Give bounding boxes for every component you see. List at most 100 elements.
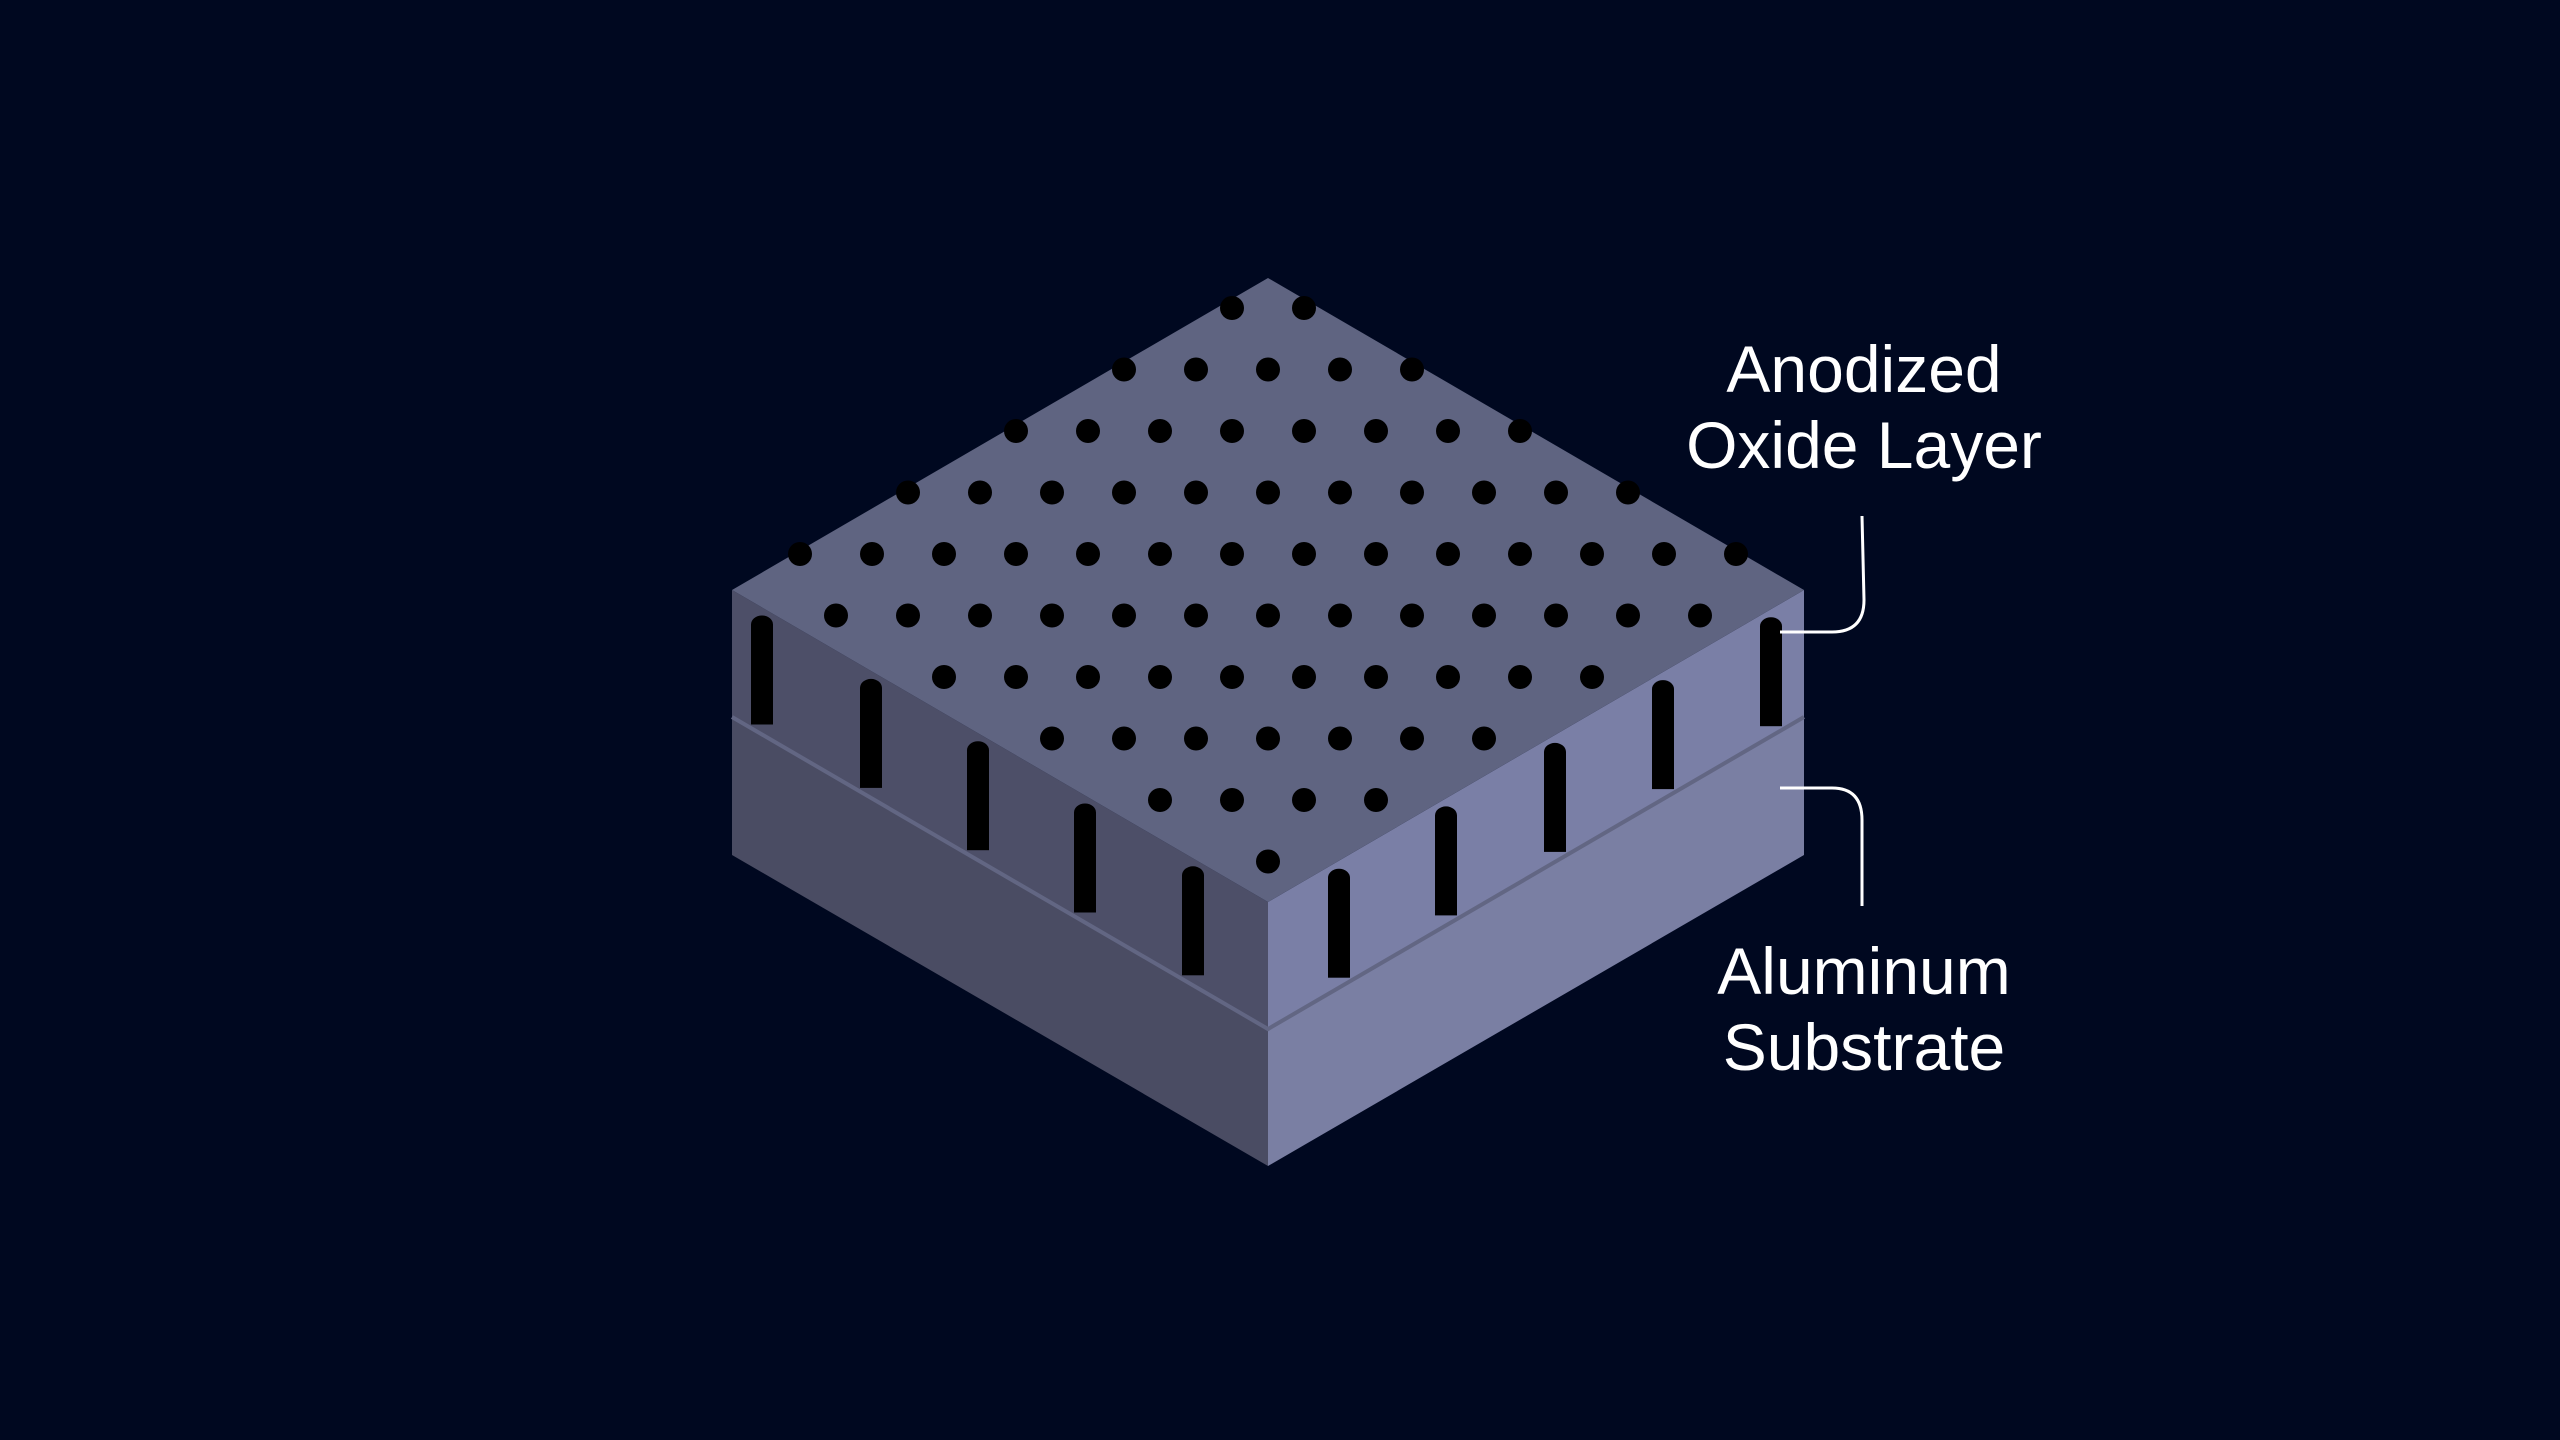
- oxide-layer-top-face: [732, 278, 1804, 902]
- pore-channel: [1760, 617, 1782, 727]
- pore: [1148, 788, 1172, 812]
- pore: [1040, 480, 1064, 505]
- pore-channel: [1328, 868, 1350, 978]
- pore: [1220, 665, 1244, 689]
- pore: [932, 542, 956, 566]
- pore: [1364, 542, 1388, 566]
- pore: [1184, 480, 1208, 505]
- pore: [1724, 542, 1748, 566]
- pore-channel: [751, 615, 773, 725]
- pore: [1400, 726, 1424, 751]
- pore: [932, 665, 956, 689]
- pore: [1508, 542, 1532, 566]
- pore-channel: [1544, 742, 1566, 852]
- pore: [896, 480, 920, 505]
- pore: [824, 603, 848, 628]
- pore: [1364, 665, 1388, 689]
- pore: [1256, 726, 1280, 751]
- pore: [1220, 296, 1244, 320]
- pore: [1076, 665, 1100, 689]
- pore: [1472, 726, 1496, 751]
- pore: [1184, 726, 1208, 751]
- pore: [1328, 357, 1352, 382]
- pore: [968, 603, 992, 628]
- pore: [1148, 542, 1172, 566]
- pore: [1004, 665, 1028, 689]
- substrate-label: Aluminum Substrate: [1604, 933, 2124, 1085]
- pore: [1436, 419, 1460, 443]
- pore: [1400, 357, 1424, 382]
- pore: [1292, 296, 1316, 320]
- oxide-layer-label-line-1: Anodized: [1726, 332, 2002, 406]
- pore: [1184, 603, 1208, 628]
- pore: [1148, 665, 1172, 689]
- pore: [968, 480, 992, 505]
- pore: [1112, 357, 1136, 382]
- pore: [1328, 603, 1352, 628]
- pore: [1688, 603, 1712, 628]
- pore: [1076, 419, 1100, 443]
- pore: [1436, 665, 1460, 689]
- pore: [1616, 603, 1640, 628]
- pore: [1544, 603, 1568, 628]
- pore: [896, 603, 920, 628]
- oxide-layer-leader-line: [1780, 515, 1866, 634]
- pore-channel: [1435, 806, 1457, 916]
- pore: [1652, 542, 1676, 566]
- pore: [1436, 542, 1460, 566]
- substrate-label-line-2: Substrate: [1722, 1010, 2006, 1084]
- pore: [1544, 480, 1568, 505]
- pore: [860, 542, 884, 566]
- pore-channel: [1182, 866, 1204, 976]
- pore: [1040, 603, 1064, 628]
- substrate-left-face: [732, 717, 1268, 1166]
- pore: [1292, 419, 1316, 443]
- pore: [1400, 480, 1424, 505]
- pore: [1292, 542, 1316, 566]
- pore-channel: [1074, 803, 1096, 913]
- pore: [1364, 788, 1388, 812]
- layer-boundary-line: [730, 715, 1806, 1032]
- pore: [1580, 665, 1604, 689]
- pore: [1580, 542, 1604, 566]
- pore: [1328, 726, 1352, 751]
- substrate-label-line-1: Aluminum: [1717, 934, 2011, 1008]
- substrate-leader-line: [1780, 786, 1864, 906]
- pore: [1292, 665, 1316, 689]
- pore: [1076, 542, 1100, 566]
- pore: [1004, 419, 1028, 443]
- pore: [1472, 480, 1496, 505]
- pore: [1112, 726, 1136, 751]
- pore: [1220, 542, 1244, 566]
- pore: [1364, 419, 1388, 443]
- oxide-layer-label: Anodized Oxide Layer: [1604, 331, 2124, 483]
- pore: [1112, 480, 1136, 505]
- pore: [1004, 542, 1028, 566]
- pore: [1256, 357, 1280, 382]
- pore: [1256, 849, 1280, 874]
- pore: [1220, 419, 1244, 443]
- pore: [1508, 665, 1532, 689]
- pore: [1400, 603, 1424, 628]
- pore: [1112, 603, 1136, 628]
- pore: [1472, 603, 1496, 628]
- pore: [1040, 726, 1064, 751]
- oxide-layer-label-line-2: Oxide Layer: [1686, 408, 2042, 482]
- pore-grid: [788, 296, 1748, 874]
- pore: [1220, 788, 1244, 812]
- pore: [788, 542, 812, 566]
- pore-channel: [860, 678, 882, 788]
- pore: [1328, 480, 1352, 505]
- pore: [1256, 480, 1280, 505]
- pore-channels: [751, 615, 1782, 978]
- pore: [1508, 419, 1532, 443]
- pore: [1292, 788, 1316, 812]
- pore: [1184, 357, 1208, 382]
- substrate-right-face: [1268, 717, 1804, 1166]
- pore: [1256, 603, 1280, 628]
- pore: [1616, 480, 1640, 505]
- pore-channel: [1652, 680, 1674, 790]
- pore: [1148, 419, 1172, 443]
